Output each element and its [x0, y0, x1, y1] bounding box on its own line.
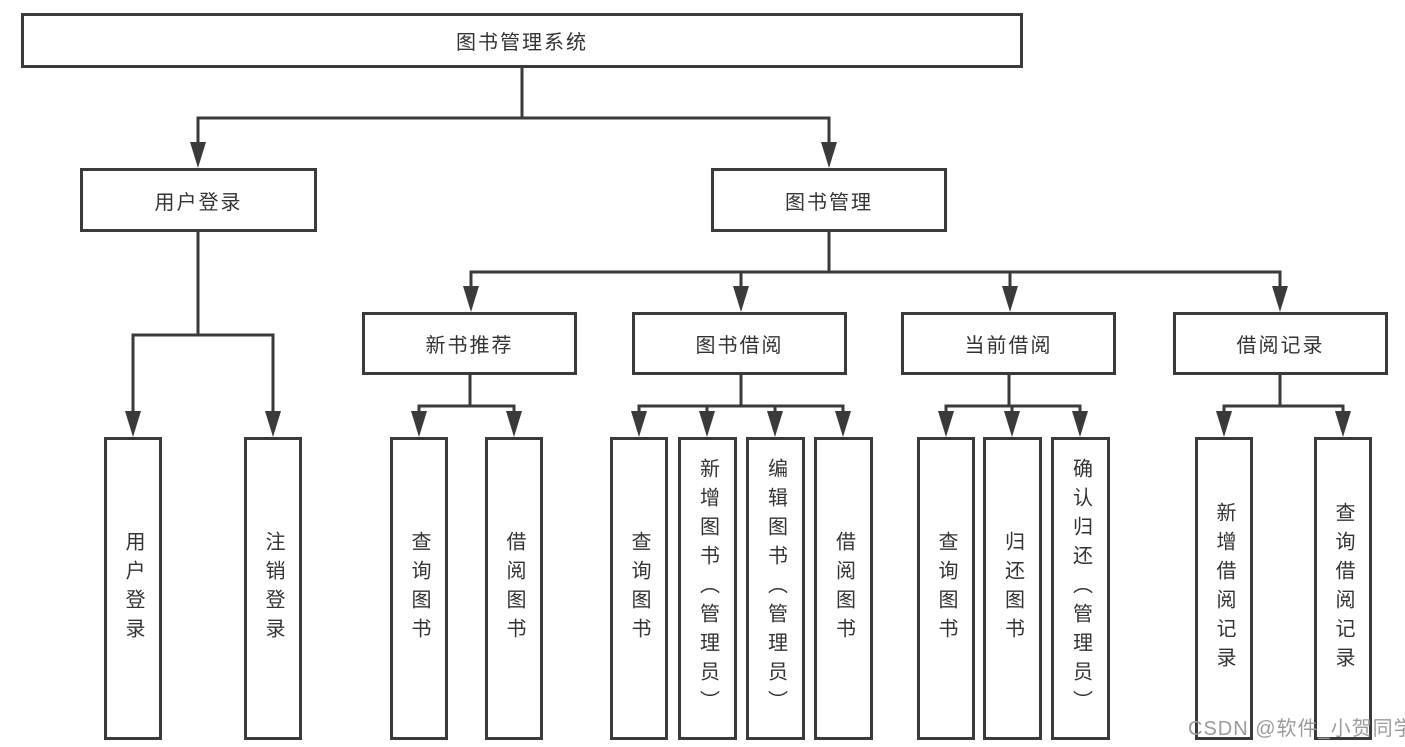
node-label: 图书管理系统: [456, 32, 588, 54]
node-leaf-borrow-books-recommend: 借阅图书: [485, 437, 543, 740]
node-new-book-recommend: 新书推荐: [362, 312, 577, 375]
node-label: 注销登录: [262, 530, 284, 647]
arrowhead-icon: [1002, 286, 1018, 312]
arrowhead-icon: [1272, 286, 1288, 312]
node-leaf-return-books: 归还图书: [983, 437, 1042, 740]
node-label: 编辑图书（管理员）: [764, 458, 787, 719]
node-label: 新增借阅记录: [1213, 501, 1235, 676]
node-user-login-branch: 用户登录: [80, 168, 317, 232]
node-leaf-query-books-borrow: 查询图书: [610, 437, 668, 740]
node-label: 用户登录: [122, 530, 144, 647]
node-leaf-confirm-return-admin: 确认归还（管理员）: [1051, 437, 1110, 740]
node-leaf-borrow-books: 借阅图书: [814, 437, 873, 740]
node-label: 归还图书: [1001, 530, 1024, 647]
node-label: 查询图书: [628, 530, 650, 647]
node-label: 查询图书: [408, 530, 430, 647]
node-book-management-branch: 图书管理: [711, 168, 947, 232]
node-leaf-user-login: 用户登录: [104, 437, 162, 740]
node-leaf-logout: 注销登录: [244, 437, 302, 740]
arrowhead-icon: [699, 411, 715, 437]
node-label: 图书管理: [785, 191, 873, 214]
node-label: 当前借阅: [964, 335, 1053, 357]
node-root-system: 图书管理系统: [21, 13, 1023, 68]
node-label: 借阅记录: [1236, 335, 1325, 357]
arrowhead-icon: [1072, 411, 1088, 437]
node-label: 新增图书（管理员）: [696, 458, 719, 719]
node-label: 图书借阅: [695, 335, 784, 357]
node-book-borrowing: 图书借阅: [632, 312, 847, 375]
node-label: 新书推荐: [425, 335, 514, 357]
arrowhead-icon: [1335, 411, 1351, 437]
node-leaf-edit-books-admin: 编辑图书（管理员）: [746, 437, 805, 740]
arrowhead-icon: [411, 411, 427, 437]
node-label: 确认归还（管理员）: [1069, 458, 1092, 719]
arrowhead-icon: [265, 411, 281, 437]
arrowhead-icon: [1004, 411, 1020, 437]
node-label: 查询图书: [935, 530, 957, 647]
node-label: 借阅图书: [832, 530, 855, 647]
node-leaf-query-books-recommend: 查询图书: [390, 437, 448, 740]
node-leaf-add-books-admin: 新增图书（管理员）: [678, 437, 737, 740]
arrowhead-icon: [125, 411, 141, 437]
node-leaf-add-borrow-record: 新增借阅记录: [1195, 437, 1253, 740]
arrowhead-icon: [463, 286, 479, 312]
node-current-borrowing: 当前借阅: [901, 312, 1116, 375]
arrowhead-icon: [1216, 411, 1232, 437]
node-label: 查询借阅记录: [1332, 501, 1354, 676]
node-label: 借阅图书: [503, 530, 525, 647]
arrowhead-icon: [835, 411, 851, 437]
node-leaf-query-borrow-record: 查询借阅记录: [1314, 437, 1372, 740]
arrowhead-icon: [821, 142, 837, 168]
arrowhead-icon: [631, 411, 647, 437]
arrowhead-icon: [506, 411, 522, 437]
arrowhead-icon: [767, 411, 783, 437]
watermark-text: CSDN @软件_小贺同学: [1188, 718, 1405, 740]
node-label: 用户登录: [154, 191, 243, 214]
arrowhead-icon: [733, 286, 749, 312]
node-borrowing-records: 借阅记录: [1173, 312, 1388, 375]
arrowhead-icon: [938, 411, 954, 437]
arrowhead-icon: [190, 142, 206, 168]
node-leaf-query-books-current: 查询图书: [917, 437, 975, 740]
